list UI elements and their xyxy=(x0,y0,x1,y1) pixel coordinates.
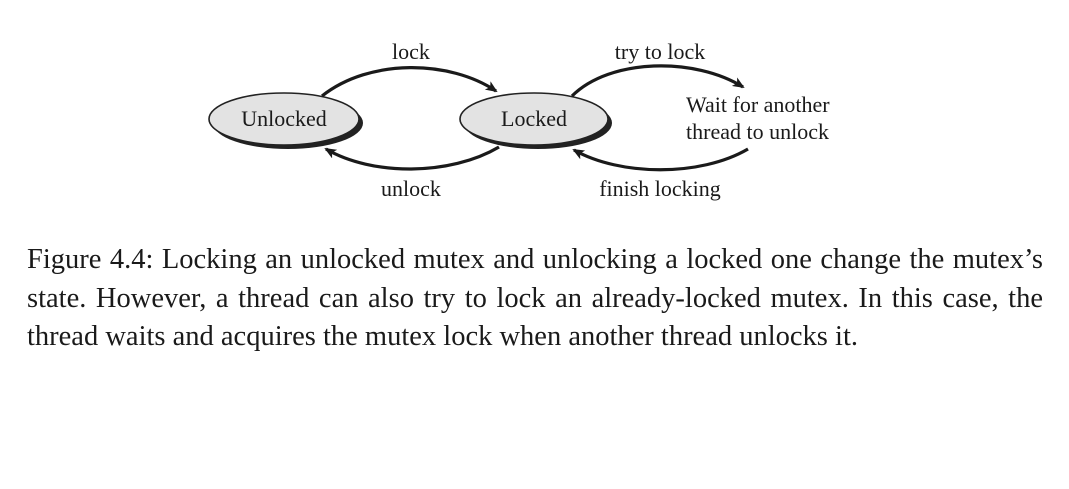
state-waiting-line2: thread to unlock xyxy=(686,119,829,144)
mutex-state-diagram: Unlocked Locked Wait for another thread … xyxy=(208,39,830,201)
finish-locking-label: finish locking xyxy=(599,176,721,201)
finish-locking-arrow xyxy=(572,147,749,172)
figure-caption: Figure 4.4: Locking an unlocked mutex an… xyxy=(27,244,1043,352)
unlock-arrow xyxy=(324,145,500,171)
try-to-lock-arrow xyxy=(570,64,745,98)
try-to-lock-label: try to lock xyxy=(615,39,705,64)
lock-arrow xyxy=(321,66,498,98)
state-waiting-line1: Wait for another xyxy=(686,92,830,117)
state-unlocked-label: Unlocked xyxy=(241,106,327,131)
state-waiting: Wait for another thread to unlock xyxy=(686,92,830,144)
lock-label: lock xyxy=(392,39,430,64)
state-unlocked: Unlocked xyxy=(208,92,363,149)
state-locked: Locked xyxy=(459,92,612,149)
state-locked-label: Locked xyxy=(501,106,567,131)
unlock-label: unlock xyxy=(381,176,441,201)
